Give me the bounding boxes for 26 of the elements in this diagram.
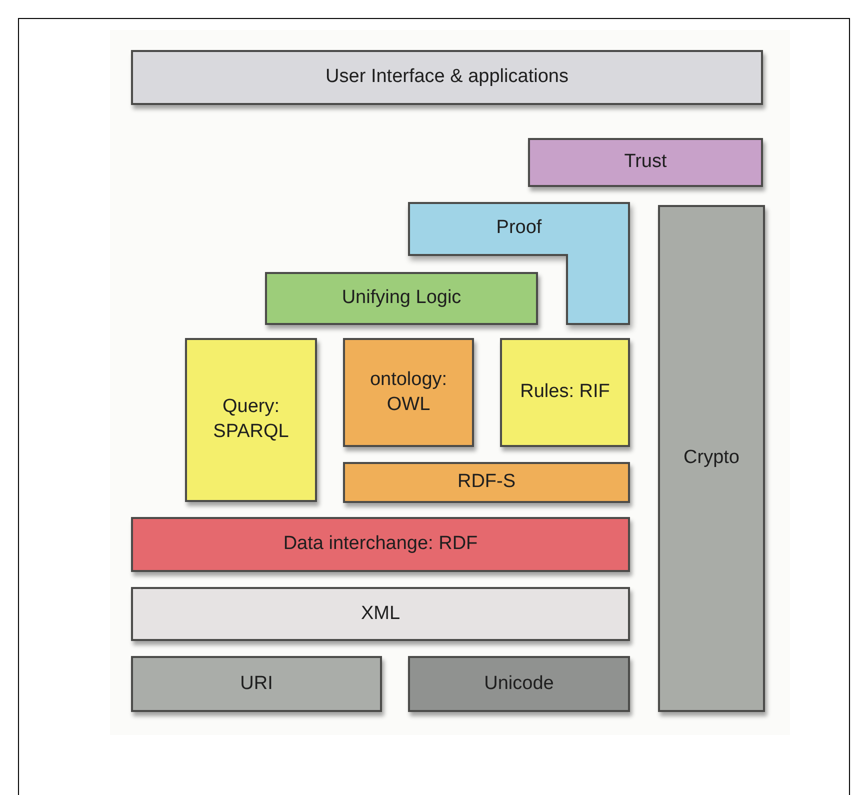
logic-layer-bar	[265, 272, 538, 325]
layer-label: XML	[360, 602, 400, 626]
proof-layer-block	[408, 202, 630, 325]
trust-layer-bar	[528, 138, 763, 187]
layer-label: User Interface & applications	[326, 65, 568, 90]
layer-label: Data interchange: RDF	[283, 532, 478, 556]
layer-label: RDF-S	[457, 470, 516, 494]
layer-label: URI	[240, 672, 273, 696]
layer-label: Trust	[624, 150, 667, 174]
uri-block	[131, 656, 382, 712]
crypto-column	[658, 205, 765, 712]
layer-label: Crypto	[684, 446, 740, 470]
application-layer-bar	[131, 50, 763, 105]
layer-label: Proof	[496, 216, 542, 240]
data-interchange-bar	[131, 517, 630, 572]
layer-label: Unifying Logic	[342, 286, 462, 310]
layer-label: Unicode	[484, 672, 554, 696]
unicode-block	[408, 656, 630, 712]
layer-label: Query: SPARQL	[212, 395, 290, 444]
layer-label: ontology: OWL	[368, 368, 448, 416]
query-layer-block	[185, 338, 317, 502]
ontology-layer-block	[343, 338, 474, 447]
layer-label: Rules: RIF	[520, 380, 610, 404]
rules-layer-block	[500, 338, 630, 447]
schema-layer-bar	[343, 462, 630, 503]
xml-layer-bar	[131, 587, 630, 641]
